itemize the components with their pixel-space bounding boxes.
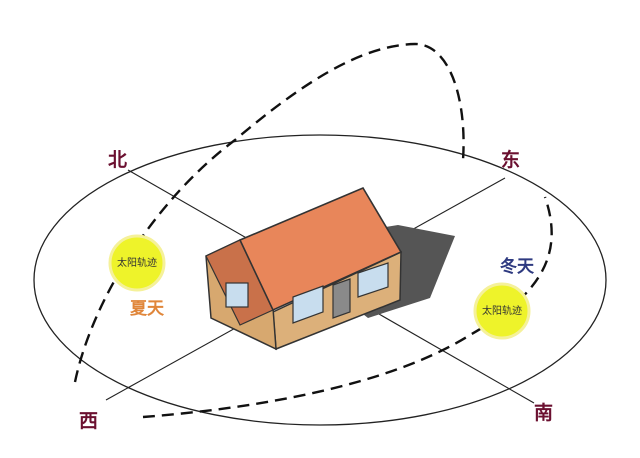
winter-sun-path — [142, 196, 553, 419]
window-side — [225, 282, 249, 308]
direction-north: 北 — [108, 149, 127, 171]
window-front-left — [292, 285, 324, 324]
direction-west: 西 — [79, 410, 98, 432]
summer-label: 夏天 — [130, 299, 165, 319]
summer-sun: 太阳轨迹 — [108, 234, 166, 292]
winter-label: 冬天 — [500, 256, 535, 277]
direction-east: 东 — [501, 148, 520, 171]
winter-sun-label: 太阳轨迹 — [482, 304, 522, 317]
window-front-right — [357, 262, 389, 298]
winter-sun: 太阳轨迹 — [473, 282, 531, 340]
direction-south: 南 — [534, 402, 553, 424]
horizon-ellipse — [33, 134, 607, 426]
summer-sun-label: 太阳轨迹 — [117, 256, 157, 269]
house-door — [332, 278, 351, 319]
house-roof — [238, 186, 403, 312]
